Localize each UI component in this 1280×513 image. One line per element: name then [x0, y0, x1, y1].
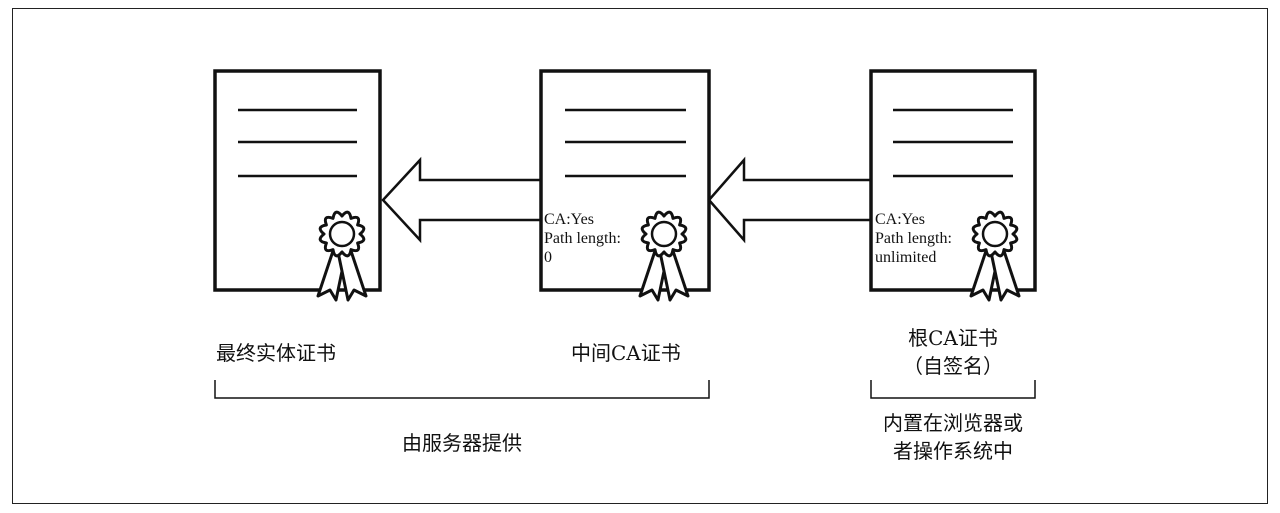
root-attr-path-value: unlimited [875, 249, 937, 266]
intermediate-attr-ca: CA:Yes [544, 211, 594, 228]
root-sublabel: （自签名） [903, 354, 1003, 378]
root-seal-icon [969, 210, 1021, 302]
diagram-frame [12, 8, 1268, 504]
intermediate-attrs: CA:Yes Path length: 0 [544, 210, 621, 267]
arrow-intermediate-to-end-entity [381, 156, 541, 244]
root-attrs: CA:Yes Path length: unlimited [875, 210, 952, 267]
root-label: 根CA证书 [908, 326, 998, 350]
intermediate-text-lines [565, 108, 686, 178]
builtin-bracket [870, 380, 1036, 399]
end-entity-label: 最终实体证书 [216, 341, 336, 365]
builtin-group-label-line2: 者操作系统中 [893, 439, 1013, 463]
intermediate-attr-path-length: Path length: [544, 230, 621, 247]
server-group-label: 由服务器提供 [402, 431, 522, 455]
root-attr-ca: CA:Yes [875, 211, 925, 228]
builtin-group-label-line1: 内置在浏览器或 [883, 411, 1023, 435]
intermediate-label: 中间CA证书 [571, 341, 681, 365]
end-entity-seal-icon [316, 210, 368, 302]
end-entity-certificate [213, 69, 382, 292]
intermediate-seal-icon [638, 210, 690, 302]
server-bracket [214, 380, 710, 399]
arrow-root-to-intermediate [707, 156, 871, 244]
root-text-lines [893, 108, 1013, 178]
end-entity-text-lines [238, 108, 357, 178]
intermediate-attr-path-value: 0 [544, 249, 552, 266]
root-attr-path-length: Path length: [875, 230, 952, 247]
